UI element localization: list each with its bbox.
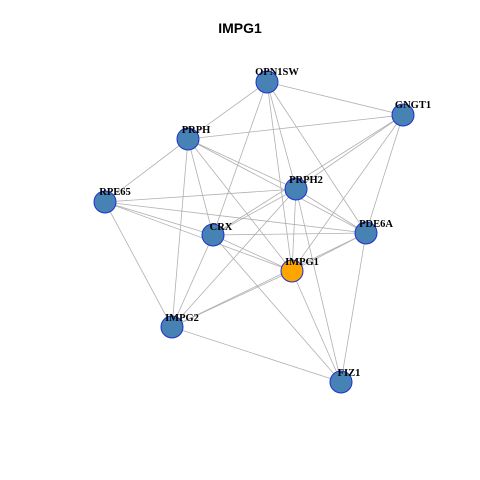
edge-pde6a-fiz1 — [340, 232, 367, 383]
node-opn1sw — [255, 70, 279, 94]
node-fiz1 — [329, 370, 353, 394]
edge-prph-impg1 — [187, 138, 293, 272]
edge-gngt1-pde6a — [365, 114, 404, 234]
node-label-crx: CRX — [210, 222, 233, 233]
edge-impg1-impg2 — [171, 270, 293, 328]
edge-opn1sw-prph2 — [266, 81, 297, 190]
edge-crx-fiz1 — [212, 234, 342, 383]
node-layer — [93, 70, 415, 394]
edge-prph-prph2 — [187, 138, 297, 190]
edge-prph2-pde6a — [295, 188, 367, 234]
edge-gngt1-crx — [212, 114, 404, 236]
node-impg1 — [280, 259, 304, 283]
node-crx — [201, 223, 225, 247]
node-gngt1 — [391, 103, 415, 127]
node-label-opn1sw: OPN1SW — [255, 67, 299, 78]
node-rpe65 — [93, 190, 117, 214]
node-label-prph2: PRPH2 — [289, 175, 323, 186]
edge-rpe65-crx — [104, 201, 214, 236]
node-impg2 — [160, 315, 184, 339]
node-prph2 — [284, 177, 308, 201]
edge-opn1sw-prph — [187, 81, 268, 140]
edge-rpe65-impg1 — [104, 201, 293, 272]
edge-prph-rpe65 — [104, 138, 189, 203]
diagram-title: IMPG1 — [218, 20, 262, 36]
node-label-impg1: IMPG1 — [285, 257, 319, 268]
edge-gngt1-prph — [187, 114, 404, 140]
edge-pde6a-impg2 — [171, 232, 367, 328]
edge-prph2-impg2 — [171, 188, 297, 328]
edge-layer — [104, 81, 404, 383]
edge-crx-impg1 — [212, 234, 293, 272]
node-label-rpe65: RPE65 — [99, 187, 131, 198]
node-label-pde6a: PDE6A — [359, 219, 393, 230]
edge-prph-pde6a — [187, 138, 367, 234]
edge-opn1sw-pde6a — [266, 81, 367, 234]
edge-opn1sw-gngt1 — [266, 81, 404, 116]
edge-opn1sw-impg1 — [266, 81, 293, 272]
edge-rpe65-pde6a — [104, 201, 367, 234]
edge-gngt1-prph2 — [295, 114, 404, 190]
edge-prph2-crx — [212, 188, 297, 236]
edge-prph-crx — [187, 138, 214, 236]
node-prph — [176, 127, 200, 151]
edge-crx-impg2 — [171, 234, 214, 328]
edge-impg1-fiz1 — [291, 270, 342, 383]
edge-opn1sw-crx — [212, 81, 268, 236]
node-label-gngt1: GNGT1 — [395, 100, 431, 111]
edge-prph2-fiz1 — [295, 188, 342, 383]
edge-impg2-fiz1 — [171, 326, 342, 383]
edge-gngt1-impg1 — [291, 114, 404, 272]
edge-prph2-impg1 — [291, 188, 297, 272]
edge-pde6a-crx — [212, 232, 367, 236]
node-pde6a — [354, 221, 378, 245]
node-label-fiz1: FIZ1 — [338, 368, 361, 379]
node-label-impg2: IMPG2 — [165, 313, 199, 324]
edge-prph-impg2 — [171, 138, 189, 328]
edge-rpe65-impg2 — [104, 201, 173, 328]
node-label-prph: PRPH — [182, 125, 211, 136]
edge-prph2-rpe65 — [104, 188, 297, 203]
